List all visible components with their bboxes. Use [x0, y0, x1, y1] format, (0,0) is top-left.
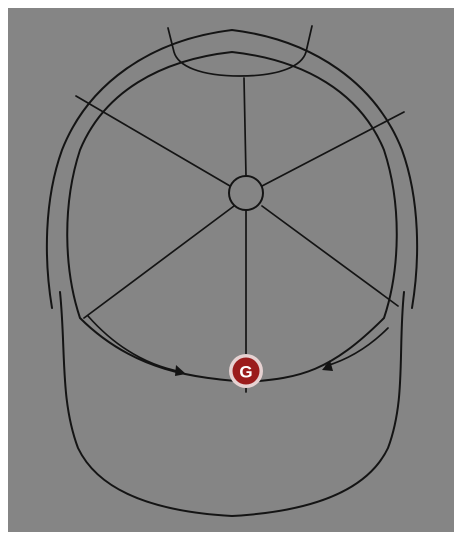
diagram-background: [8, 8, 454, 532]
logo-badge: G: [229, 354, 263, 388]
logo-badge-letter: G: [239, 363, 252, 382]
